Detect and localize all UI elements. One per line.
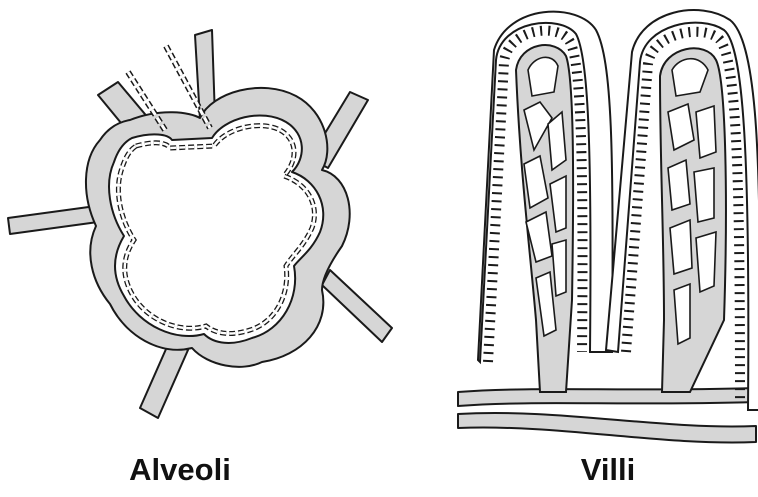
villus-left	[478, 12, 613, 392]
illustration-canvas	[0, 0, 758, 450]
vessel-right	[322, 270, 392, 342]
vessel-left	[8, 206, 98, 234]
caption-villi: Villi	[548, 452, 668, 488]
villus-right-core	[660, 48, 726, 392]
caption-alveoli: Alveoli	[95, 452, 265, 488]
villi-illustration	[458, 10, 758, 442]
vessel-bottom-left	[140, 340, 188, 418]
villi-base-vessels	[458, 388, 756, 442]
villus-right	[606, 10, 758, 410]
alveoli-illustration	[8, 30, 392, 418]
